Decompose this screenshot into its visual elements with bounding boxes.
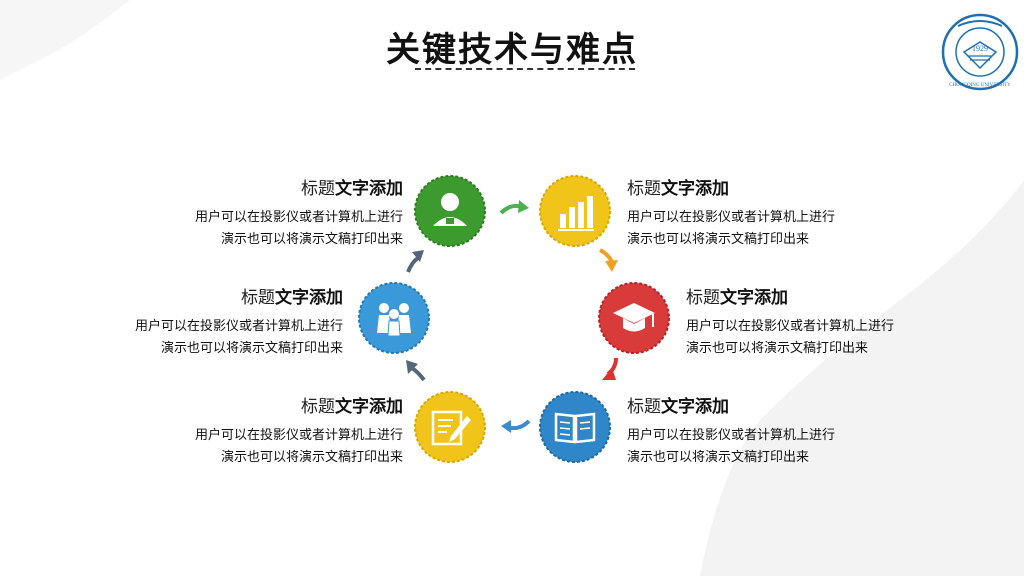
block-text-line: 演示也可以将演示文稿打印出来 [160, 341, 343, 356]
text-block-top-right: 标题文字添加 用户可以在投影仪或者计算机上进行 演示也可以将演示文稿打印出来 [627, 174, 917, 251]
university-seal-icon: 1929 CHONGQING UNIVERSITY [941, 13, 1019, 91]
text-block-top-left: 标题文字添加 用户可以在投影仪或者计算机上进行 演示也可以将演示文稿打印出来 [113, 174, 403, 251]
block-text-line: 演示也可以将演示文稿打印出来 [686, 341, 869, 356]
block-heading: 标题文字添加 [627, 397, 729, 417]
arrow-up-right-icon [406, 250, 424, 273]
bar-chart-icon [539, 175, 611, 247]
open-book-icon [539, 391, 611, 463]
block-text-line: 用户可以在投影仪或者计算机上进行 [134, 319, 343, 334]
page-title: 关键技术与难点 [386, 30, 638, 70]
block-heading: 标题文字添加 [686, 288, 788, 308]
text-block-bottom-left: 标题文字添加 用户可以在投影仪或者计算机上进行 演示也可以将演示文稿打印出来 [113, 392, 403, 469]
block-text-line: 演示也可以将演示文稿打印出来 [627, 232, 810, 247]
block-text-line: 演示也可以将演示文稿打印出来 [627, 450, 810, 465]
block-heading: 标题文字添加 [627, 179, 729, 199]
text-block-mid-left: 标题文字添加 用户可以在投影仪或者计算机上进行 演示也可以将演示文稿打印出来 [53, 283, 343, 360]
title-underline [415, 68, 635, 70]
arrow-left-icon [501, 419, 531, 433]
text-block-mid-right: 标题文字添加 用户可以在投影仪或者计算机上进行 演示也可以将演示文稿打印出来 [686, 283, 976, 360]
edit-note-icon [414, 391, 486, 463]
block-heading: 标题文字添加 [301, 179, 403, 199]
block-text-line: 用户可以在投影仪或者计算机上进行 [194, 428, 403, 443]
text-block-bottom-right: 标题文字添加 用户可以在投影仪或者计算机上进行 演示也可以将演示文稿打印出来 [627, 392, 917, 469]
arrow-right-icon [499, 200, 529, 215]
block-text-line: 用户可以在投影仪或者计算机上进行 [627, 210, 836, 225]
arrow-down-left-icon [602, 357, 618, 380]
people-group-icon [358, 282, 430, 354]
block-text-line: 用户可以在投影仪或者计算机上进行 [627, 428, 836, 443]
block-text-line: 演示也可以将演示文稿打印出来 [220, 232, 403, 247]
block-text-line: 用户可以在投影仪或者计算机上进行 [194, 210, 403, 225]
arrow-down-right-icon [599, 248, 618, 272]
svg-text:1929: 1929 [972, 44, 988, 53]
block-heading: 标题文字添加 [241, 288, 343, 308]
svg-text:CHONGQING UNIVERSITY: CHONGQING UNIVERSITY [949, 83, 1011, 88]
block-heading: 标题文字添加 [301, 397, 403, 417]
arrow-up-left-icon [406, 360, 426, 382]
person-desk-icon [414, 175, 486, 247]
block-text-line: 用户可以在投影仪或者计算机上进行 [686, 319, 895, 334]
block-text-line: 演示也可以将演示文稿打印出来 [220, 450, 403, 465]
graduation-cap-icon [598, 282, 670, 354]
